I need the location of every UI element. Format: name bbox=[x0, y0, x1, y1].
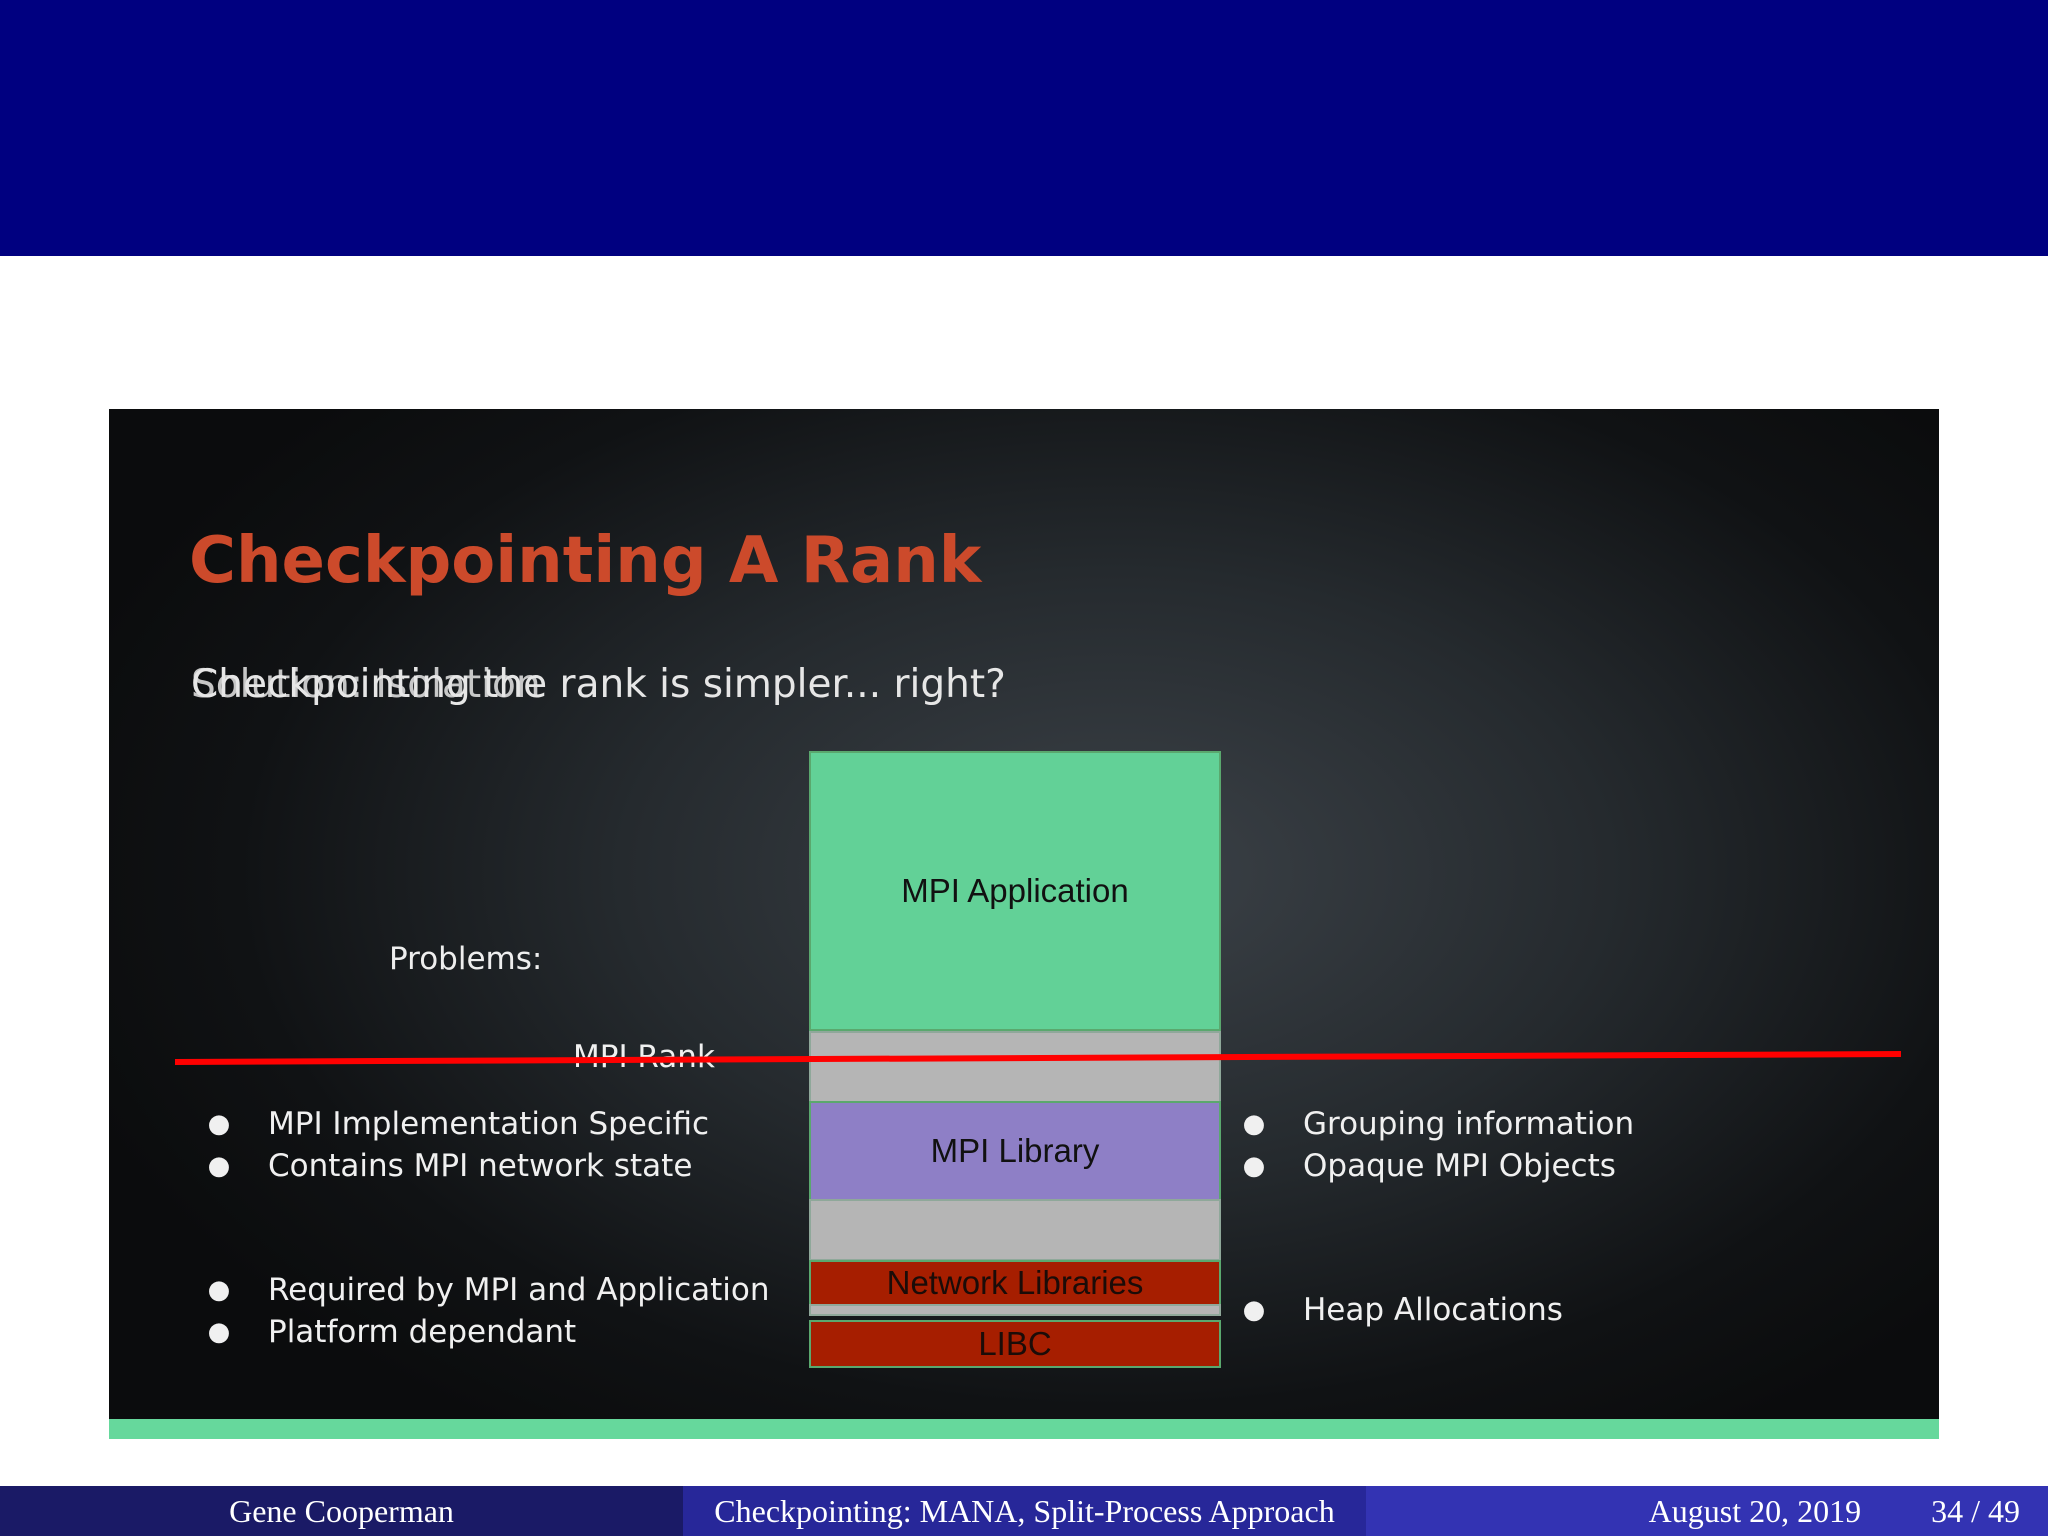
left-bullets-bottom: ●Required by MPI and Application ●Platfo… bbox=[204, 1269, 770, 1353]
slide-subtitle-overlap: Solution: Isolation bbox=[191, 662, 541, 707]
left-bullets-top: ●MPI Implementation Specific ●Contains M… bbox=[204, 1103, 709, 1187]
stack-libc-label: LIBC bbox=[978, 1325, 1052, 1362]
stack-libc: LIBC bbox=[809, 1320, 1221, 1368]
bullet-icon: ● bbox=[1242, 1109, 1266, 1139]
slide-subtitle: Checkpointing the rank is simpler... rig… bbox=[191, 662, 1006, 707]
slide-title: Checkpointing A Rank bbox=[189, 524, 982, 598]
right-bullets-top: ●Grouping information ●Opaque MPI Object… bbox=[1239, 1103, 1634, 1187]
problems-label: Problems: bbox=[389, 941, 543, 977]
stack-gap bbox=[809, 1031, 1221, 1103]
stack-mpi-application: MPI Application bbox=[809, 751, 1221, 1031]
bullet-icon: ● bbox=[207, 1109, 231, 1139]
mpi-rank-label: MPI Rank bbox=[573, 1039, 715, 1075]
list-item: ●Opaque MPI Objects bbox=[1239, 1145, 1634, 1187]
bullet-icon: ● bbox=[207, 1275, 231, 1305]
page-number: 34 / 49 bbox=[1931, 1492, 2020, 1529]
accent-bar bbox=[109, 1419, 1939, 1439]
bullet-icon: ● bbox=[1242, 1151, 1266, 1181]
stack-mpi-library: MPI Library bbox=[809, 1101, 1221, 1201]
stack-network-libraries-label: Network Libraries bbox=[886, 1264, 1144, 1301]
list-item: ●MPI Implementation Specific bbox=[204, 1103, 709, 1145]
stack-mpi-library-label: MPI Library bbox=[930, 1132, 1100, 1169]
bullet-icon: ● bbox=[207, 1317, 231, 1347]
list-item: ●Grouping information bbox=[1239, 1103, 1634, 1145]
list-item: ●Required by MPI and Application bbox=[204, 1269, 770, 1311]
embedded-slide: Checkpointing A Rank Solution: Isolation… bbox=[109, 409, 1939, 1439]
footer: Gene Cooperman Checkpointing: MANA, Spli… bbox=[0, 1486, 2048, 1536]
footer-talk-title: Checkpointing: MANA, Split-Process Appro… bbox=[683, 1486, 1366, 1536]
header-band bbox=[0, 0, 2048, 256]
stack-gap bbox=[809, 1199, 1221, 1261]
right-bullets-bottom: ●Heap Allocations bbox=[1239, 1289, 1563, 1331]
footer-author: Gene Cooperman bbox=[0, 1486, 683, 1536]
bullet-icon: ● bbox=[1242, 1295, 1266, 1325]
list-item: ●Platform dependant bbox=[204, 1311, 770, 1353]
footer-talk-title-text: Checkpointing: MANA, Split-Process Appro… bbox=[714, 1492, 1335, 1529]
footer-date-page: August 20, 2019 34 / 49 bbox=[1366, 1486, 2048, 1536]
stack-mpi-application-label: MPI Application bbox=[901, 872, 1129, 909]
list-item: ●Contains MPI network state bbox=[204, 1145, 709, 1187]
footer-author-text: Gene Cooperman bbox=[229, 1492, 454, 1529]
stack-gap bbox=[809, 1304, 1221, 1316]
list-item: ●Heap Allocations bbox=[1239, 1289, 1563, 1331]
stack-network-libraries: Network Libraries bbox=[809, 1260, 1221, 1306]
footer-date: August 20, 2019 bbox=[1648, 1492, 1862, 1529]
bullet-icon: ● bbox=[207, 1151, 231, 1181]
